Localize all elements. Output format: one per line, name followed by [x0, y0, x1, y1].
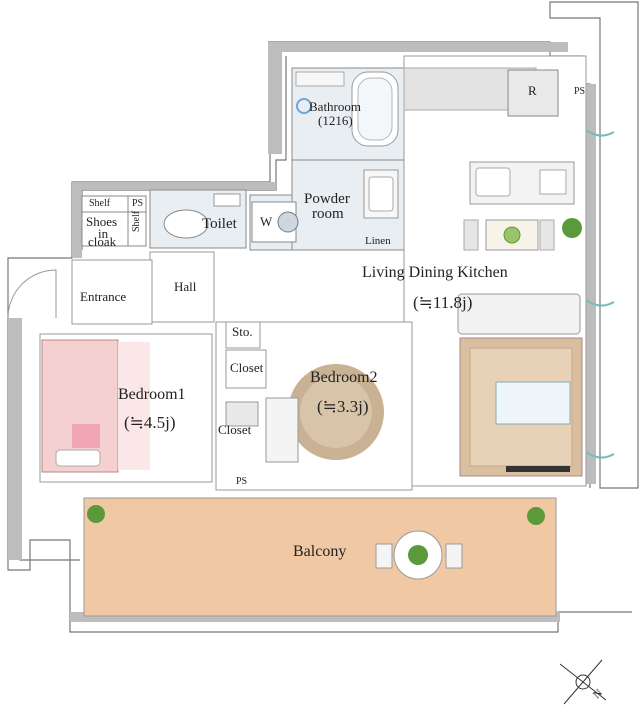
- bathroom-size-label: (1216): [318, 113, 353, 128]
- ldk-size-label: (≒11.8j): [413, 293, 473, 312]
- toilet-bowl: [163, 209, 209, 239]
- ldk-label: Living Dining Kitchen: [362, 264, 508, 281]
- balcony-label: Balcony: [293, 543, 347, 560]
- compass: [559, 659, 607, 705]
- bedroom2-size-label: (≒3.3j): [317, 397, 369, 416]
- ps-right-label: PS: [574, 86, 586, 97]
- sofa: [457, 293, 581, 335]
- bedroom2-label: Bedroom2: [310, 369, 378, 386]
- powder-room-label-2: room: [312, 206, 344, 222]
- shoes-label-2: in: [98, 226, 109, 241]
- wall-bands: [8, 42, 596, 622]
- balcony-floor: [83, 497, 557, 617]
- shelf-side-label: Shelf: [131, 210, 142, 232]
- washer-label: W: [260, 214, 273, 229]
- window-glass: [585, 129, 615, 459]
- closet-label-2: Closet: [218, 422, 252, 437]
- closet-label-1: Closet: [230, 360, 264, 375]
- fridge-label: R: [528, 83, 537, 98]
- shoes-label-3: cloak: [88, 234, 117, 249]
- ps-left-label: PS: [132, 198, 144, 209]
- shoes-cloak-shelves: [81, 195, 147, 247]
- shoes-label-1: Shoes: [86, 214, 118, 229]
- shelf-top-label: Shelf: [89, 198, 111, 209]
- storage-label: Sto.: [232, 324, 253, 339]
- ps-bottom-label: PS: [236, 476, 248, 487]
- hall-label: Hall: [174, 279, 197, 294]
- entrance-floor: [71, 259, 153, 325]
- fridge: [507, 69, 559, 117]
- entrance-label: Entrance: [80, 289, 127, 304]
- toilet-label: Toilet: [202, 216, 237, 232]
- bedroom1-label: Bedroom1: [118, 386, 186, 403]
- linen-label: Linen: [365, 235, 391, 247]
- powder-room-label-1: Powder: [304, 191, 350, 207]
- bathroom-label: Bathroom: [309, 99, 361, 114]
- bedroom1-size-label: (≒4.5j): [124, 413, 176, 432]
- living-plant: [562, 218, 582, 238]
